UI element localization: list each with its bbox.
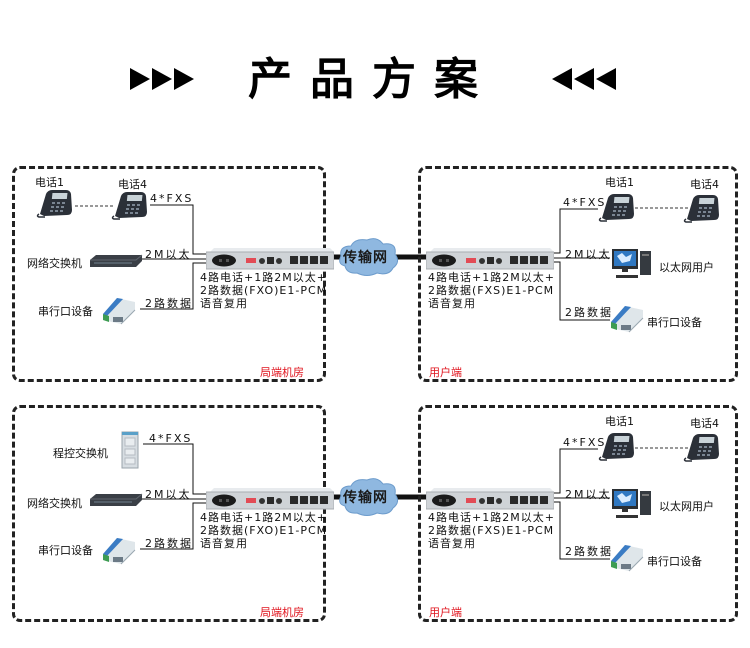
- phone4-label: 电话4: [690, 417, 719, 430]
- page-title: 产品方案: [248, 54, 496, 105]
- transport-network-label: 传输网: [343, 490, 388, 506]
- desktop-pc-icon: [610, 247, 654, 281]
- e1-pcm-multiplexer-icon: [426, 248, 554, 270]
- transport-network-label: 传输网: [343, 250, 388, 266]
- fxs-link-label: 4*FXS: [149, 432, 193, 445]
- eth-link-label: 2M以太: [565, 488, 612, 501]
- ethernet-user-label: 以太网用户: [659, 500, 714, 513]
- central-office-label: 局端机房: [260, 606, 304, 619]
- serial-device-label: 串行口设备: [647, 316, 702, 329]
- switch-label: 网络交换机: [27, 257, 82, 270]
- phone4-label: 电话4: [118, 178, 147, 191]
- phone-icon: [111, 190, 149, 220]
- phone1-label: 电话1: [35, 176, 64, 189]
- device-desc-line2: 2路数据(FXS)E1-PCM: [428, 284, 555, 297]
- central-office-panel: [12, 405, 326, 622]
- pbx-label: 程控交换机: [53, 447, 108, 460]
- data-link-label: 2路数据: [565, 306, 613, 319]
- phone4-label: 电话4: [690, 178, 719, 191]
- phone1-label: 电话1: [605, 415, 634, 428]
- fxs-link-label: 4*FXS: [563, 436, 607, 449]
- phone-icon: [683, 432, 721, 462]
- device-desc-line3: 语音复用: [428, 297, 476, 310]
- device-desc-line1: 4路电话+1路2M以太+: [428, 511, 555, 524]
- ethernet-user-label: 以太网用户: [659, 261, 714, 274]
- device-desc-line2: 2路数据(FXO)E1-PCM: [200, 284, 328, 297]
- network-switch-icon: [88, 493, 144, 507]
- data-link-label: 2路数据: [145, 537, 193, 550]
- phone-icon: [598, 431, 636, 461]
- device-desc-line3: 语音复用: [428, 537, 476, 550]
- device-desc-line3: 语音复用: [200, 297, 248, 310]
- fxs-link-label: 4*FXS: [563, 196, 607, 209]
- serial-device-label: 串行口设备: [647, 555, 702, 568]
- device-desc-line1: 4路电话+1路2M以太+: [200, 511, 327, 524]
- data-link-label: 2路数据: [145, 297, 193, 310]
- user-end-panel: [418, 405, 738, 622]
- e1-pcm-multiplexer-icon: [426, 488, 554, 510]
- phone-icon: [36, 188, 74, 218]
- fxs-link-label: 4*FXS: [150, 192, 194, 205]
- user-end-label: 用户端: [429, 366, 462, 379]
- triple-right-arrow-icon: [130, 68, 194, 92]
- device-desc-line1: 4路电话+1路2M以太+: [428, 271, 555, 284]
- phone-icon: [683, 193, 721, 223]
- device-desc-line3: 语音复用: [200, 537, 248, 550]
- e1-pcm-multiplexer-icon: [206, 488, 334, 510]
- device-desc-line2: 2路数据(FXS)E1-PCM: [428, 524, 555, 537]
- serial-device-icon: [101, 536, 137, 566]
- device-desc-line2: 2路数据(FXO)E1-PCM: [200, 524, 328, 537]
- user-end-label: 用户端: [429, 606, 462, 619]
- network-switch-icon: [88, 254, 144, 268]
- triple-left-arrow-icon: [552, 68, 616, 92]
- device-desc-line1: 4路电话+1路2M以太+: [200, 271, 327, 284]
- eth-link-label: 2M以太: [565, 248, 612, 261]
- central-office-panel: [12, 166, 326, 382]
- user-end-panel: [418, 166, 738, 382]
- phone-icon: [598, 192, 636, 222]
- phone1-label: 电话1: [605, 176, 634, 189]
- e1-pcm-multiplexer-icon: [206, 248, 334, 270]
- serial-device-icon: [609, 304, 645, 334]
- serial-device-icon: [101, 296, 137, 326]
- switch-label: 网络交换机: [27, 497, 82, 510]
- serial-device-icon: [609, 543, 645, 573]
- data-link-label: 2路数据: [565, 545, 613, 558]
- serial-device-label: 串行口设备: [38, 544, 93, 557]
- desktop-pc-icon: [610, 487, 654, 521]
- pbx-cabinet-icon: [119, 430, 141, 470]
- eth-link-label: 2M以太: [145, 488, 192, 501]
- page-header: 产品方案: [0, 50, 750, 110]
- central-office-label: 局端机房: [260, 366, 304, 379]
- serial-device-label: 串行口设备: [38, 305, 93, 318]
- eth-link-label: 2M以太: [145, 248, 192, 261]
